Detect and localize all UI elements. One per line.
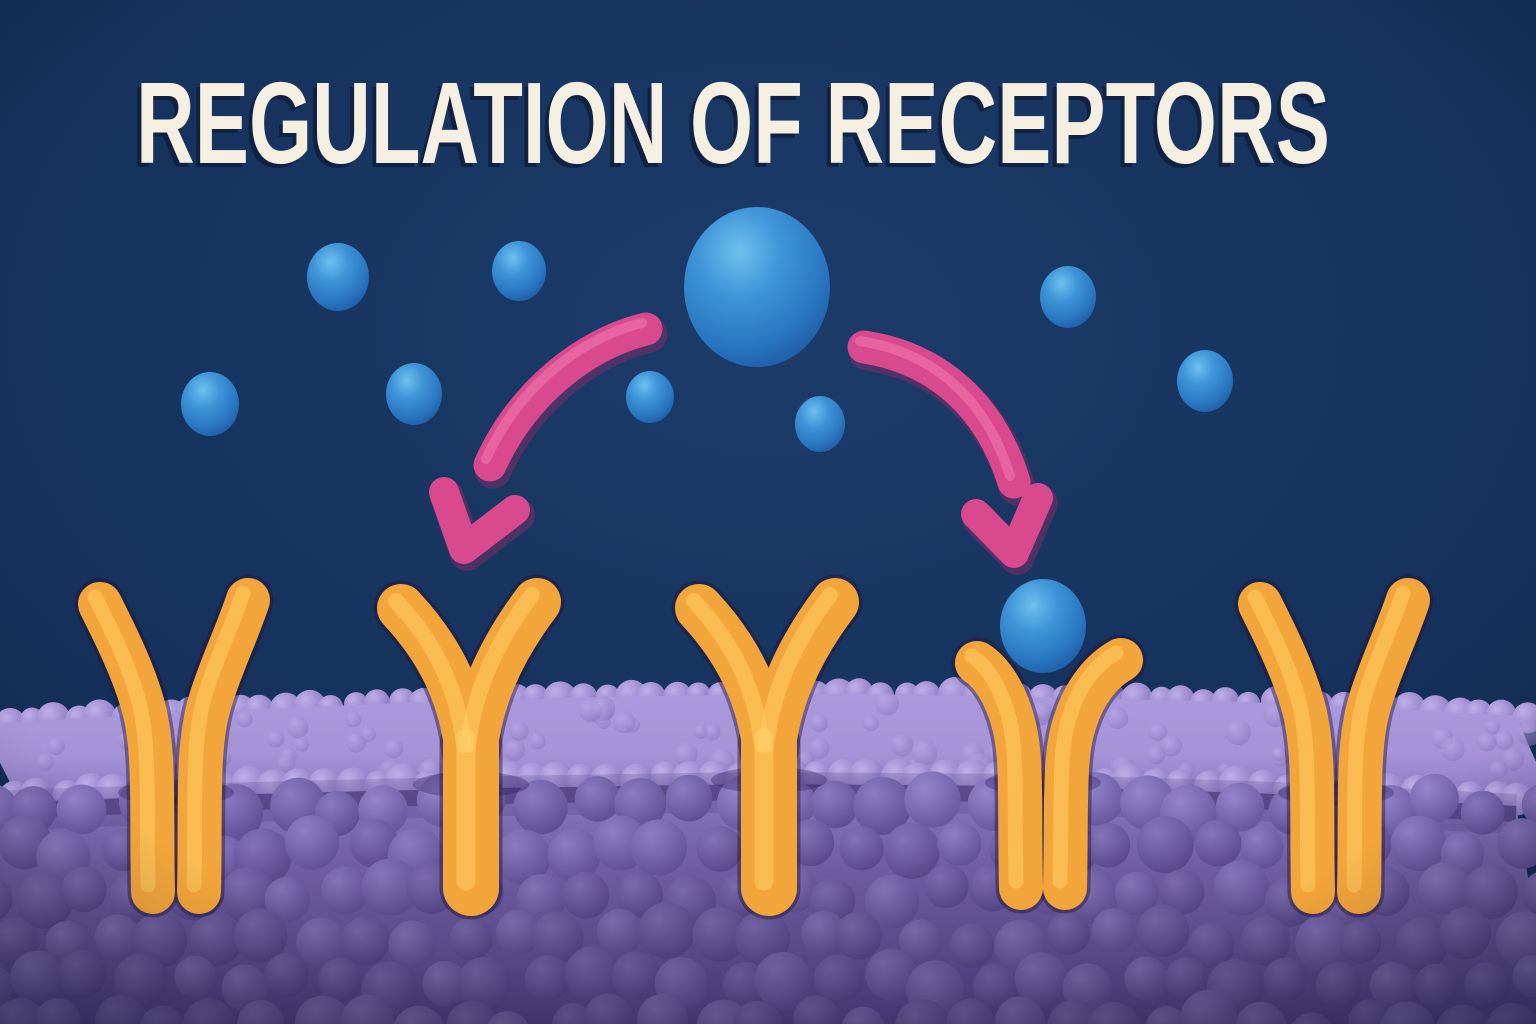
vignette-overlay <box>0 0 1536 1024</box>
receptor-regulation-illustration: REGULATION OF RECEPTORS REGULATION OF RE… <box>0 0 1536 1024</box>
scene-canvas: REGULATION OF RECEPTORS REGULATION OF RE… <box>0 0 1536 1024</box>
